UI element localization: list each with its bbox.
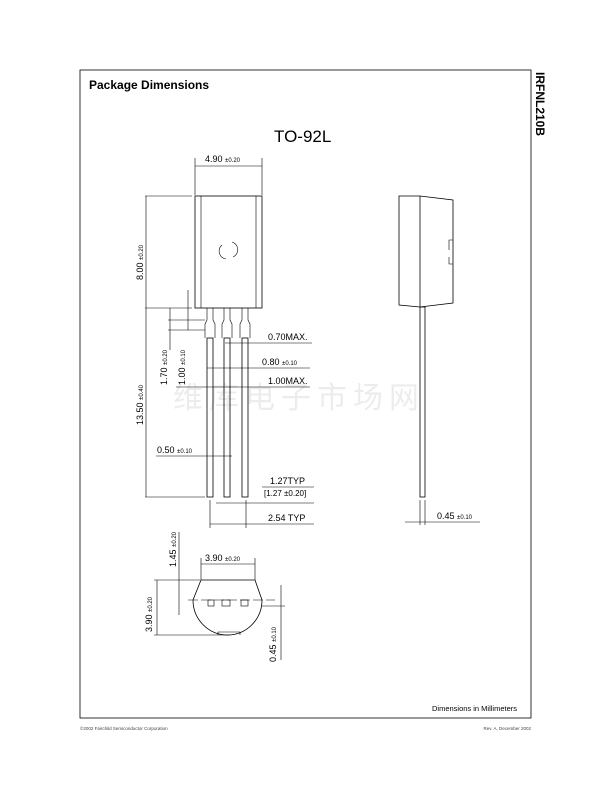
svg-text:0.50 ±0.10: 0.50 ±0.10 [157, 445, 193, 455]
dim-lead-thickness: 0.45 [437, 511, 455, 521]
front-view: 4.90 ±0.20 8.00 ±0.20 13.50 ±0.40 1.70 ±… [135, 154, 314, 528]
dim-pitch: 1.27TYP [270, 476, 305, 486]
dim-form-width-max: 0.70MAX. [268, 332, 308, 342]
tol: ±0.10 [181, 349, 187, 365]
footer-copyright: ©2002 Fairchild Semiconductor Corporatio… [80, 725, 168, 731]
svg-text:4.90 ±0.20: 4.90 ±0.20 [205, 154, 241, 164]
tol: ±0.20 [139, 244, 145, 260]
dim-lead-width-form: 0.80 [262, 357, 280, 367]
tol: ±0.10 [177, 449, 193, 455]
page-frame [79, 69, 532, 719]
dim-span: 2.54 TYP [268, 513, 305, 523]
tol: ±0.10 [282, 361, 298, 367]
svg-text:0.80 ±0.10: 0.80 ±0.10 [262, 357, 298, 367]
ejector-mark-icon [218, 241, 239, 260]
dim-flat-width: 3.90 [205, 553, 223, 563]
dim-width: 4.90 [205, 154, 223, 164]
dim-flat-offset: 1.45 [168, 549, 178, 567]
dim-lead-offset: 0.45 [268, 644, 278, 662]
tol: ±0.10 [457, 515, 473, 521]
svg-text:1.45 ±0.20: 1.45 ±0.20 [168, 531, 178, 567]
footer-revision: Rev. A, December 2002 [484, 726, 532, 731]
units-note: Dimensions in Millimeters [432, 704, 517, 713]
bottom-view: 3.90 ±0.20 3.90 ±0.20 1.45 ±0.20 0.45 ±0… [144, 531, 285, 662]
svg-text:1.00 ±0.10: 1.00 ±0.10 [177, 349, 187, 385]
tol: ±0.40 [139, 384, 145, 400]
watermark: 维库电子市场网 [173, 381, 425, 416]
dim-depth: 3.90 [144, 614, 154, 632]
package-name: TO-92L [274, 127, 331, 146]
dim-lead-width: 0.50 [157, 445, 175, 455]
tol: ±0.10 [272, 626, 278, 642]
svg-text:1.70 ±0.20: 1.70 ±0.20 [159, 349, 169, 385]
dim-body-height: 8.00 [135, 262, 145, 280]
tol: ±0.20 [225, 557, 241, 563]
leads [206, 337, 249, 498]
dim-pitch-alt: [1.27 ±0.20] [264, 489, 306, 498]
dim-lead-length: 13.50 [135, 402, 145, 425]
tol: ±0.20 [172, 531, 178, 547]
svg-text:0.45 ±0.10: 0.45 ±0.10 [437, 511, 473, 521]
svg-text:3.90 ±0.20: 3.90 ±0.20 [144, 596, 154, 632]
dim-form-width-max2: 1.00MAX. [268, 376, 308, 386]
dim-form-height2: 1.00 [177, 367, 187, 385]
side-view: 0.45 ±0.10 [398, 195, 480, 525]
svg-text:3.90 ±0.20: 3.90 ±0.20 [205, 553, 241, 563]
dim-form-height: 1.70 [159, 367, 169, 385]
tol: ±0.20 [163, 349, 169, 365]
tol: ±0.20 [225, 158, 241, 164]
tol: ±0.20 [148, 596, 154, 612]
section-title: Package Dimensions [89, 78, 209, 92]
part-number: IRFNL210B [533, 72, 547, 136]
svg-text:8.00 ±0.20: 8.00 ±0.20 [135, 244, 145, 280]
svg-text:13.50 ±0.40: 13.50 ±0.40 [135, 384, 145, 425]
svg-text:0.45 ±0.10: 0.45 ±0.10 [268, 626, 278, 662]
